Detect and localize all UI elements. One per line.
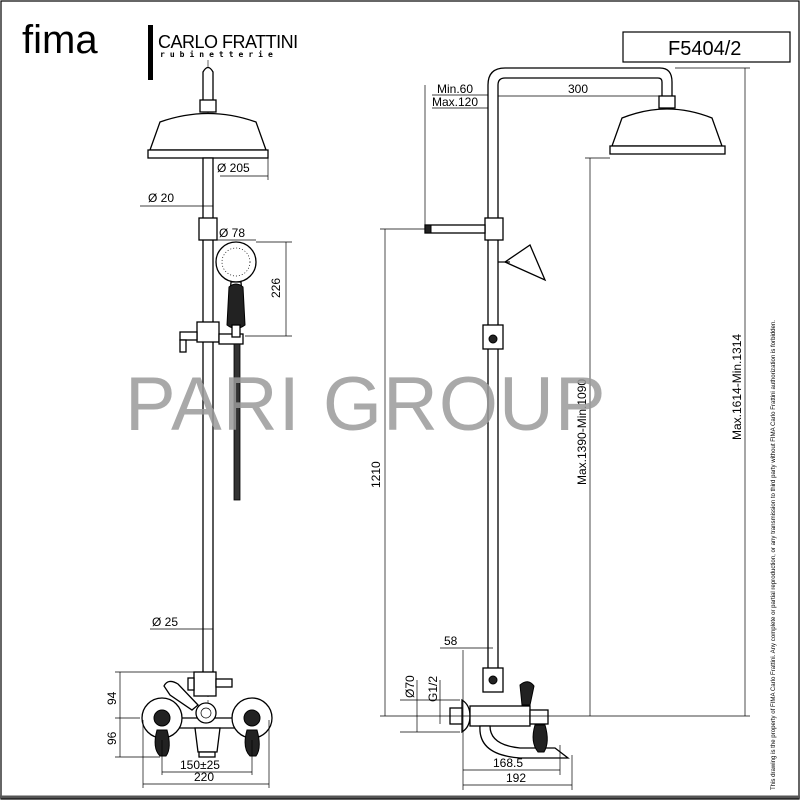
dim-total-height: Max.1614-Min.1314 — [730, 334, 744, 440]
product-code-box — [622, 31, 791, 63]
dim-mixer-width: 220 — [194, 770, 214, 784]
front-view: Ø 205 Ø 20 Ø 78 226 Ø 25 94 96 — [105, 60, 292, 788]
dim-thread: G1/2 — [426, 676, 440, 702]
dim-hand-shower-length: 226 — [269, 278, 283, 298]
dim-arm-offset-max: Max.120 — [432, 95, 478, 109]
dim-arm-offset-min: Min.60 — [437, 82, 473, 96]
dim-slider-height: 1210 — [369, 461, 383, 488]
dim-head-diameter: Ø 205 — [217, 161, 250, 175]
disclaimer: This drawing is the property of FIMA Car… — [770, 320, 777, 790]
dim-pipe-diameter-bottom: Ø 25 — [152, 615, 178, 629]
dim-pipe-diameter-top: Ø 20 — [148, 191, 174, 205]
dim-rosette-diameter: Ø70 — [403, 675, 417, 698]
dim-inlet-centers: 150±25 — [180, 758, 220, 772]
side-view: Min.60 Max.120 300 1210 Max.1390-Min.109… — [369, 67, 750, 790]
dim-mixer-height-lower: 96 — [105, 731, 119, 745]
dim-spout-reach: 168.5 — [493, 756, 523, 770]
dim-column-offset: 58 — [444, 634, 458, 648]
product-code: F5404/2 — [668, 38, 741, 60]
dim-overall-depth: 192 — [506, 771, 526, 785]
svg-text:fima: fima — [22, 18, 98, 62]
dim-arm-length: 300 — [568, 82, 588, 96]
watermark: PARI GROUP — [125, 362, 607, 447]
svg-text:CARLO FRATTINI: CARLO FRATTINI — [158, 32, 298, 52]
dim-mixer-height-upper: 94 — [105, 691, 119, 705]
dim-hand-shower-diameter: Ø 78 — [219, 226, 245, 240]
svg-text:rubinetterie: rubinetterie — [160, 49, 278, 59]
dim-head-height: Max.1390-Min.1090 — [575, 379, 589, 485]
brand-logo: fima CARLO FRATTINI rubinetterie — [22, 18, 298, 80]
